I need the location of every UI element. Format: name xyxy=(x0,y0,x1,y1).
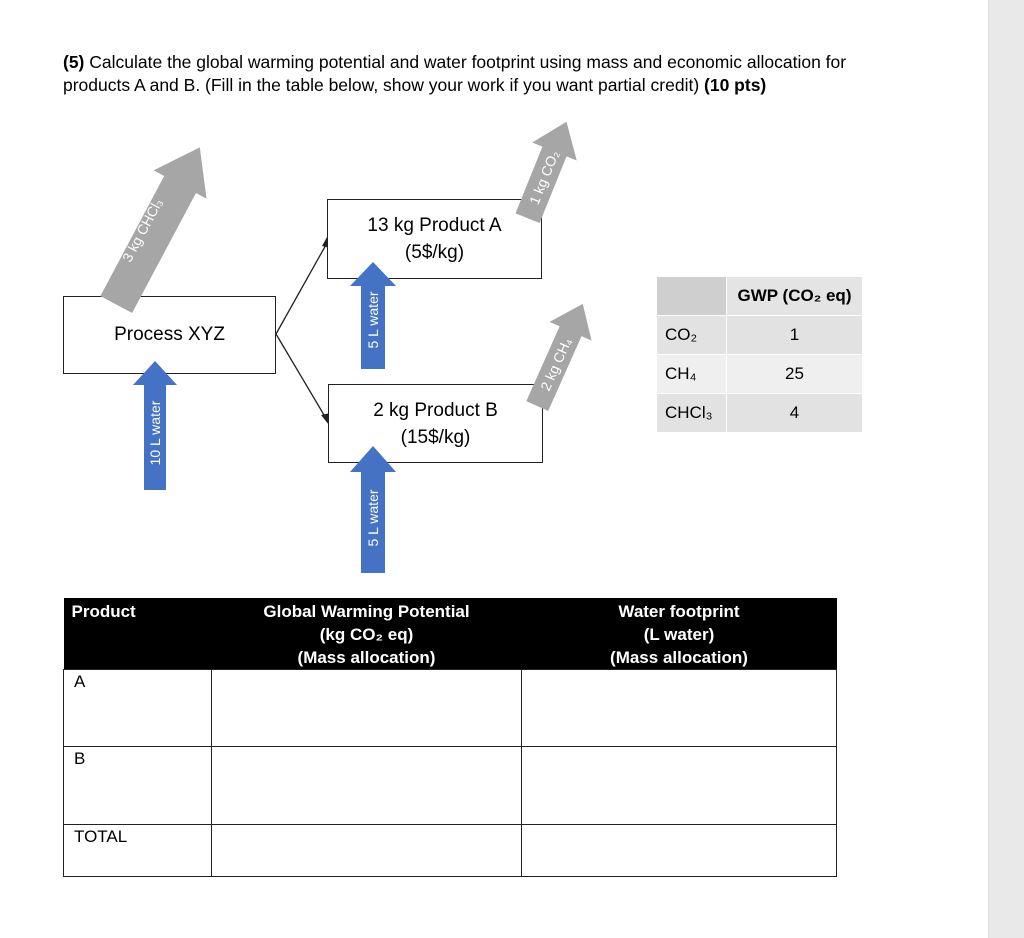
product-b-water-arrow: 5 L water xyxy=(350,446,396,573)
gwp-cell-b[interactable] xyxy=(211,746,522,825)
header-water-line3: (Mass allocation) xyxy=(610,648,748,667)
process-box: Process XYZ xyxy=(63,296,276,374)
product-a-name: 13 kg Product A xyxy=(367,215,502,236)
product-b-price: (15$/kg) xyxy=(400,427,471,448)
process-label: Process XYZ xyxy=(114,324,225,345)
question-number: (5) xyxy=(63,52,85,72)
product-b-name: 2 kg Product B xyxy=(373,400,498,421)
gwp-header: GWP (CO₂ eq) xyxy=(726,276,863,316)
gwp-value: 1 xyxy=(726,315,863,355)
header-product: Product xyxy=(63,598,212,670)
product-a-emission-arrow: 1 kg CO₂ xyxy=(505,113,588,227)
process-emission-arrow: 5kg CH₄ + 3 kg CHCl₃ xyxy=(90,133,227,318)
product-a-water-label: 5 L water xyxy=(365,291,381,349)
product-b-box: 2 kg Product B (15$/kg) xyxy=(328,384,543,463)
gwp-table-header: GWP (CO₂ eq) xyxy=(656,276,863,316)
water-cell-a[interactable] xyxy=(521,669,837,747)
header-gwp: Global Warming Potential (kg CO₂ eq) (Ma… xyxy=(211,598,522,670)
question-text: (5) Calculate the global warming potenti… xyxy=(63,51,863,97)
gwp-row: CO₂ 1 xyxy=(656,315,863,355)
gwp-value: 4 xyxy=(726,393,863,433)
header-water-line1: Water footprint xyxy=(618,602,740,621)
row-label-a: A xyxy=(63,669,212,747)
results-table: Product Global Warming Potential (kg CO₂… xyxy=(63,598,837,877)
product-a-water-arrow: 5 L water xyxy=(350,262,396,369)
header-gwp-line2: (kg CO₂ eq) xyxy=(319,625,414,644)
water-cell-b[interactable] xyxy=(521,746,837,825)
product-a-box: 13 kg Product A (5$/kg) xyxy=(327,199,542,279)
row-label-b: B xyxy=(63,746,212,825)
gwp-cell-a[interactable] xyxy=(211,669,522,747)
process-water-arrow: 10 L water xyxy=(133,361,177,490)
results-header-row: Product Global Warming Potential (kg CO₂… xyxy=(63,598,837,670)
question-points: (10 pts) xyxy=(704,75,767,95)
water-cell-total[interactable] xyxy=(521,824,837,877)
gwp-cell-total[interactable] xyxy=(211,824,522,877)
header-product-label: Product xyxy=(71,602,136,621)
header-water: Water footprint (L water) (Mass allocati… xyxy=(521,598,837,670)
gwp-header-blank xyxy=(656,276,727,316)
product-b-water-label: 5 L water xyxy=(365,489,381,547)
header-gwp-line3: (Mass allocation) xyxy=(297,648,436,667)
header-water-line2: (L water) xyxy=(643,625,715,644)
table-row: A xyxy=(63,669,837,747)
table-row: TOTAL xyxy=(63,824,837,877)
question-body: Calculate the global warming potential a… xyxy=(63,52,847,95)
gwp-gas: CH₄ xyxy=(656,354,727,394)
gwp-row: CHCl₃ 4 xyxy=(656,393,863,433)
process-water-label: 10 L water xyxy=(147,400,163,466)
gwp-value: 25 xyxy=(726,354,863,394)
product-a-price: (5$/kg) xyxy=(404,242,465,263)
gwp-row: CH₄ 25 xyxy=(656,354,863,394)
gwp-gas: CO₂ xyxy=(656,315,727,355)
table-row: B xyxy=(63,746,837,825)
product-b-emission-arrow: 2 kg CH₄ xyxy=(516,294,604,415)
header-gwp-line1: Global Warming Potential xyxy=(263,602,470,621)
gwp-gas: CHCl₃ xyxy=(656,393,727,433)
gwp-table: GWP (CO₂ eq) CO₂ 1 CH₄ 25 CHCl₃ 4 xyxy=(656,276,863,433)
row-label-total: TOTAL xyxy=(63,824,212,877)
scrollbar-track[interactable] xyxy=(988,0,1024,938)
